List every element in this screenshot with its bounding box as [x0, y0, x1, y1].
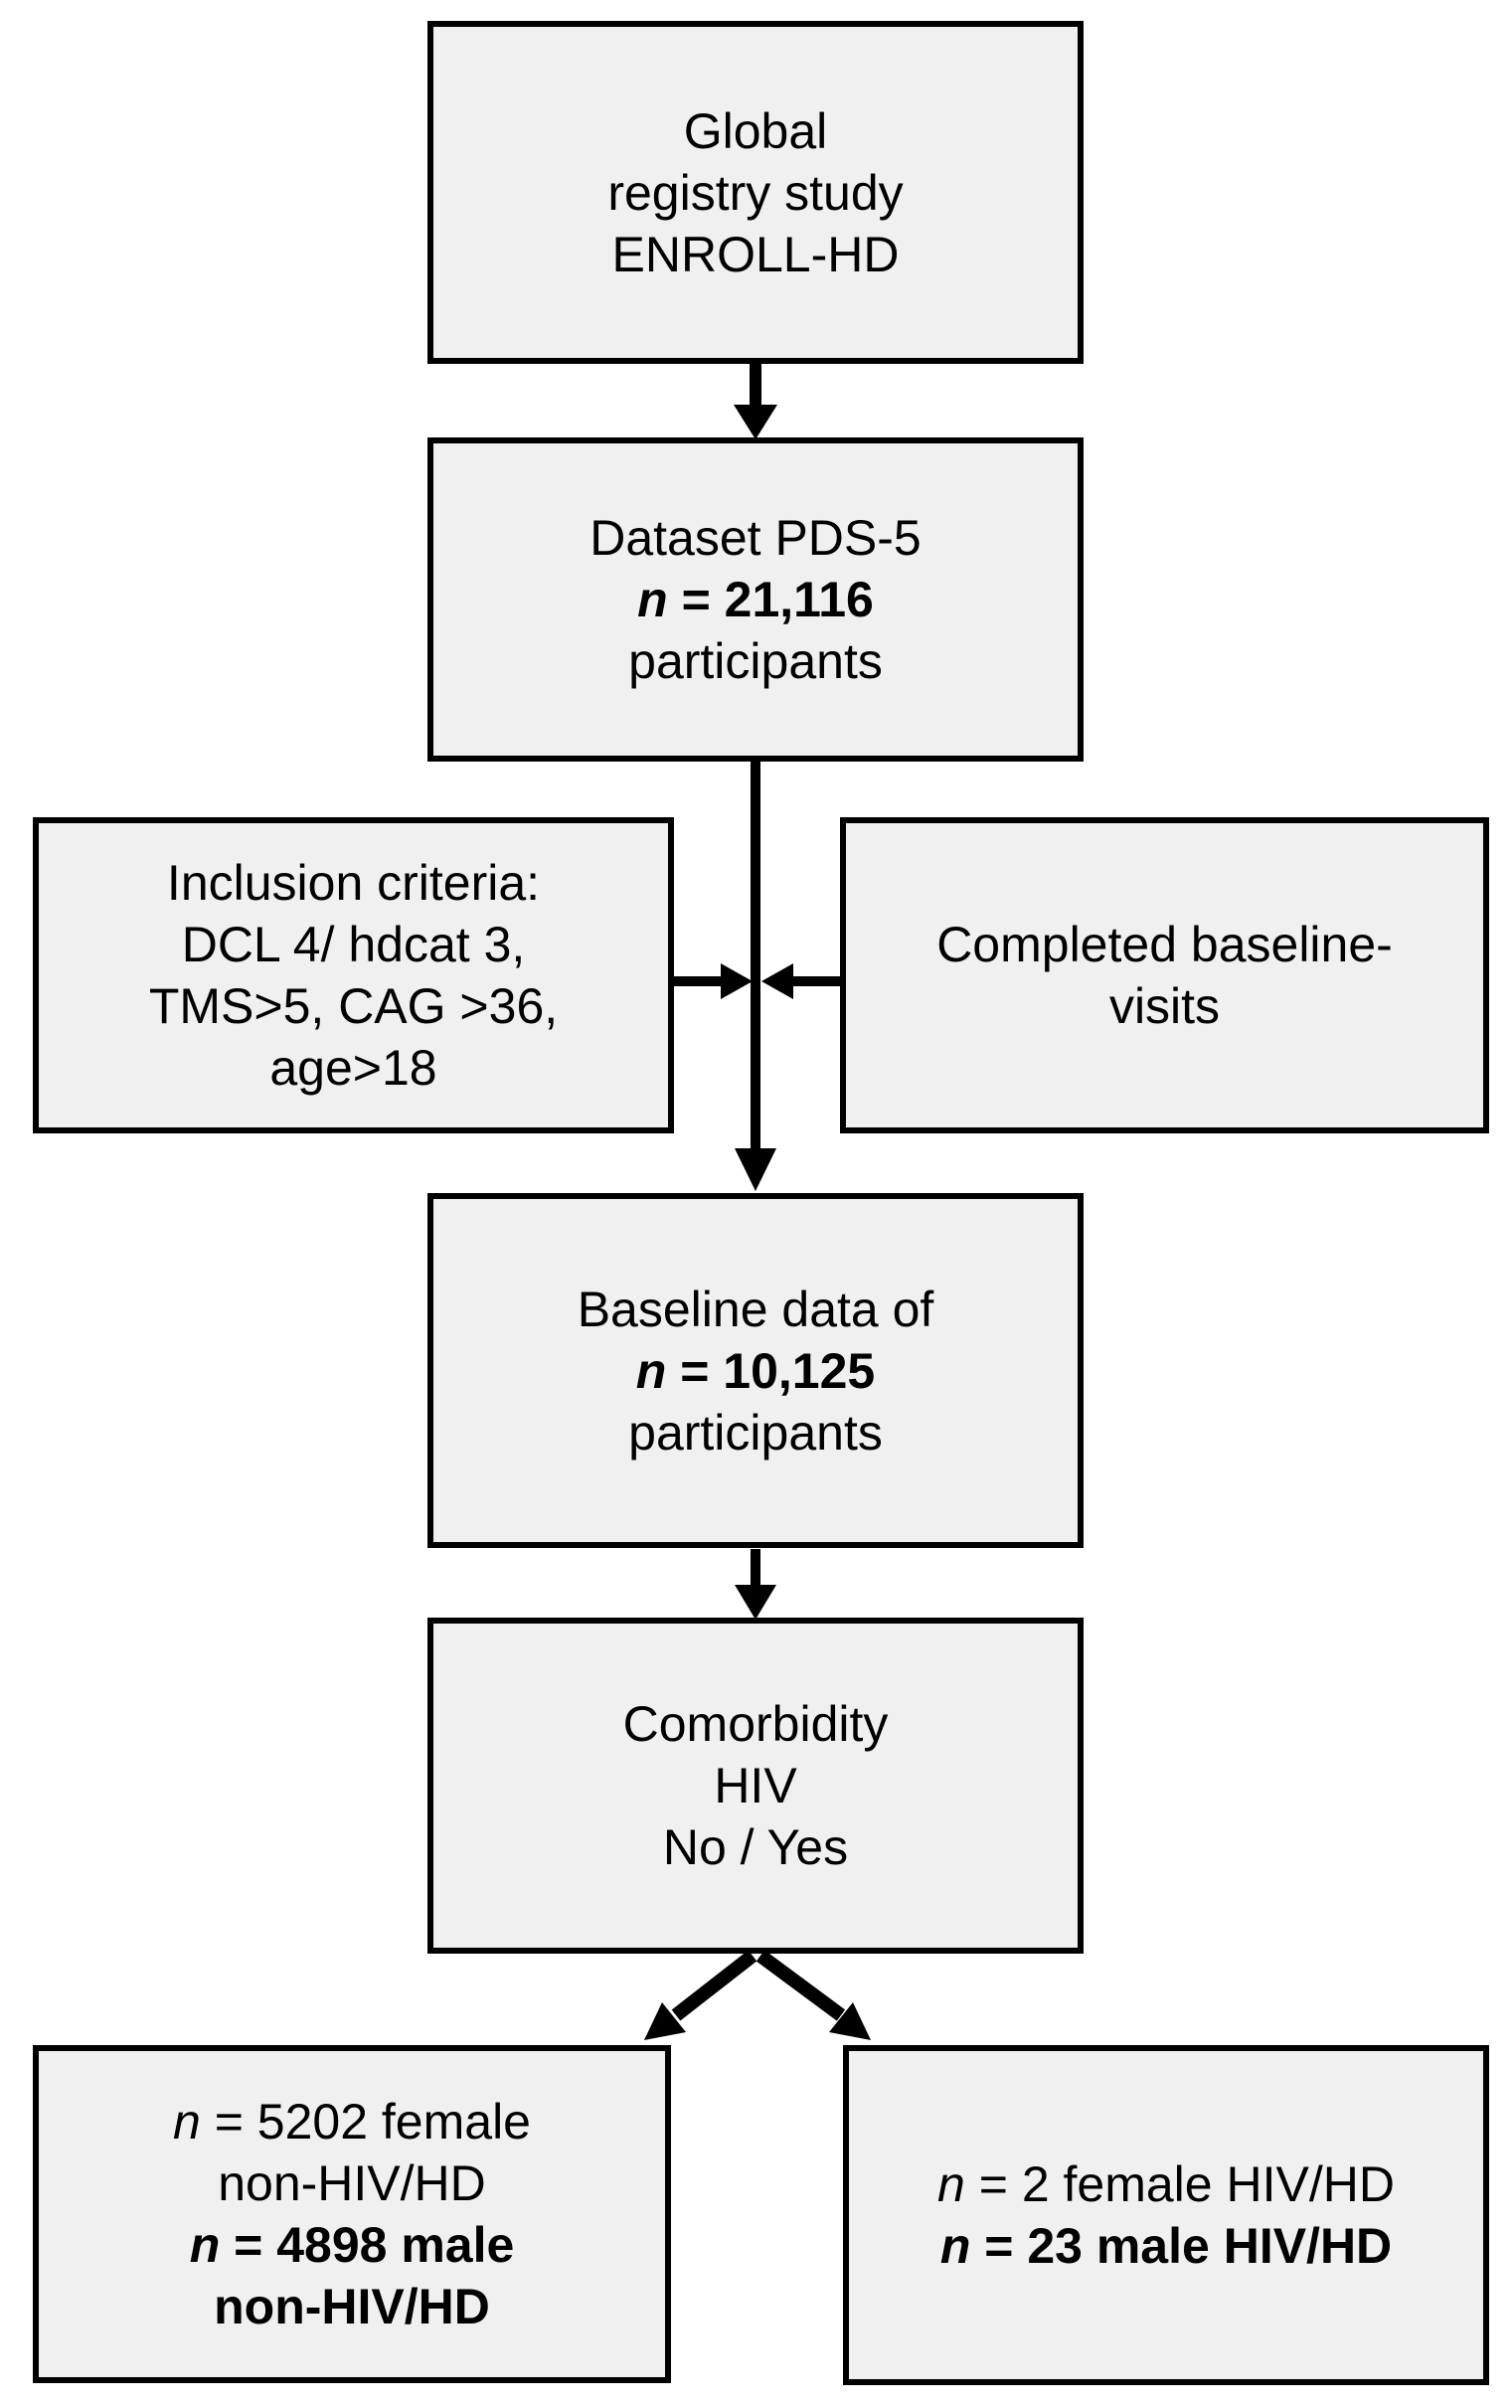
arrow-dataset-to-baseline	[735, 761, 776, 1191]
text-segment: participants	[628, 1404, 883, 1461]
text-segment: visits	[1108, 978, 1221, 1034]
text-segment: = 5202 female	[200, 2094, 531, 2150]
text-segment: Global	[683, 102, 828, 159]
text-segment: n	[173, 2094, 201, 2150]
text-segment: participants	[628, 633, 883, 689]
text-segment: age>18	[269, 1040, 437, 1096]
arrow-inclusion-to-center	[674, 963, 753, 999]
arrow-completed-to-center	[761, 963, 840, 999]
text-line: HIV	[714, 1755, 796, 1816]
text-line: DCL 4/ hdcat 3,	[182, 914, 526, 975]
text-segment: Comorbidity	[622, 1696, 889, 1752]
text-segment: Completed baseline-	[936, 917, 1393, 972]
arrow-comorbidity-to-hiv	[756, 1950, 871, 2040]
text-line: n = 10,125	[636, 1340, 875, 1402]
text-line: Baseline data of	[578, 1279, 934, 1340]
text-line: n = 2 female HIV/HD	[937, 2153, 1395, 2215]
text-segment: n	[937, 2156, 965, 2212]
text-line: Dataset PDS-5	[589, 507, 921, 569]
text-line: visits	[1109, 975, 1220, 1037]
text-segment: n	[939, 2218, 971, 2274]
text-segment: Baseline data of	[577, 1281, 934, 1337]
text-line: n = 4898 male	[190, 2214, 515, 2276]
text-line: non-HIV/HD	[218, 2152, 486, 2214]
text-line: Completed baseline-	[936, 914, 1393, 975]
text-line: Global	[684, 100, 828, 162]
text-segment: = 23 male HIV/HD	[970, 2218, 1393, 2274]
text-line: n = 5202 female	[173, 2091, 531, 2152]
text-line: No / Yes	[663, 1816, 848, 1878]
node-completed-baseline-visits: Completed baseline-visits	[840, 817, 1489, 1133]
text-line: n = 23 male HIV/HD	[940, 2215, 1392, 2277]
arrow-comorbidity-to-nonhiv	[644, 1950, 757, 2040]
text-segment: non-HIV/HD	[218, 2155, 486, 2211]
text-segment: Dataset PDS-5	[589, 510, 922, 566]
text-segment: TMS>5, CAG >36,	[148, 978, 559, 1034]
text-line: age>18	[269, 1037, 436, 1099]
text-segment: HIV	[714, 1758, 797, 1813]
text-line: non-HIV/HD	[214, 2276, 490, 2337]
text-segment: n	[637, 572, 668, 627]
arrow-enroll-to-dataset	[734, 364, 777, 439]
text-line: Comorbidity	[623, 1693, 889, 1755]
text-segment: ENROLL-HD	[611, 226, 900, 282]
arrow-baseline-to-comorbidity	[735, 1549, 776, 1620]
text-line: participants	[628, 1402, 883, 1463]
text-line: TMS>5, CAG >36,	[149, 975, 558, 1037]
text-segment: n	[189, 2217, 221, 2273]
text-line: Inclusion criteria:	[167, 852, 540, 914]
text-line: ENROLL-HD	[612, 224, 900, 285]
text-segment: = 2 female HIV/HD	[964, 2156, 1395, 2212]
text-segment: = 21,116	[667, 572, 874, 627]
text-segment: DCL 4/ hdcat 3,	[181, 917, 526, 972]
text-line: registry study	[607, 162, 903, 224]
text-segment: non-HIV/HD	[214, 2279, 490, 2334]
text-segment: Inclusion criteria:	[166, 855, 541, 911]
text-segment: registry study	[607, 164, 904, 221]
text-segment: = 4898 male	[220, 2217, 515, 2273]
text-line: participants	[628, 630, 883, 692]
text-segment: = 10,125	[666, 1342, 876, 1399]
node-inclusion-criteria: Inclusion criteria: DCL 4/ hdcat 3, TMS>5,…	[33, 817, 674, 1133]
text-segment: No / Yes	[662, 1819, 849, 1875]
text-line: n = 21,116	[637, 569, 874, 630]
text-segment: n	[635, 1342, 667, 1399]
